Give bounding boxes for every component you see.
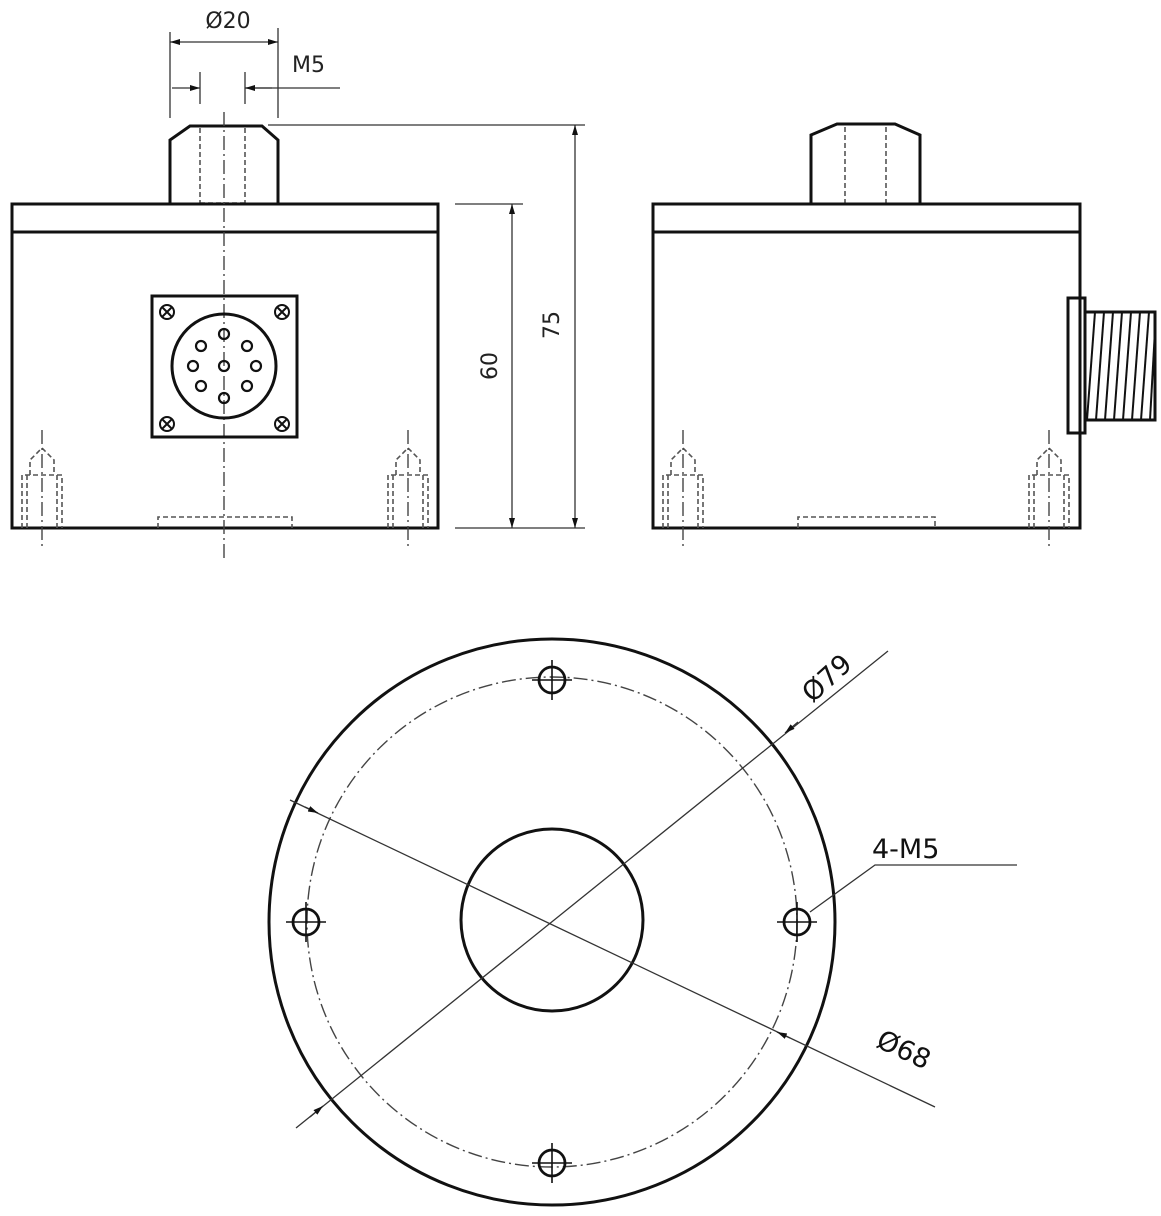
dim-arrow xyxy=(776,1031,791,1039)
screw-icons xyxy=(159,304,290,432)
crosshair-icon xyxy=(532,660,572,700)
dim-bolt-circle: Ø68 xyxy=(872,1024,936,1076)
mounting-hole-side-right xyxy=(1028,430,1070,550)
dim-boss-diameter: Ø20 xyxy=(205,9,250,34)
dim-arrow xyxy=(784,721,799,734)
dim-arrow xyxy=(304,806,319,814)
dim-line-bolt-circle xyxy=(289,799,936,1108)
pin-icon xyxy=(217,391,231,405)
mounting-hole-side-left xyxy=(662,430,704,550)
dim-line-outer-diameter xyxy=(295,650,889,1129)
connector-flange xyxy=(150,294,299,439)
bolt-holes xyxy=(286,660,817,1183)
dim-body-height: 60 xyxy=(478,352,503,380)
pin-icon xyxy=(217,359,231,373)
crosshair-icon xyxy=(286,902,326,942)
connector-face xyxy=(150,294,299,439)
thread-lines xyxy=(1086,311,1156,421)
leader-holes xyxy=(809,864,1017,913)
mounting-hole-right xyxy=(387,430,429,550)
cable-connector xyxy=(1066,296,1157,435)
pin-icon xyxy=(194,379,208,393)
sensor-body xyxy=(10,202,440,530)
connector-thread-body xyxy=(1083,310,1157,422)
pin-icon xyxy=(240,339,254,353)
sensor-body-side xyxy=(651,202,1082,530)
load-button-boss xyxy=(168,124,280,204)
screw-icon xyxy=(274,416,290,432)
dim-arrow xyxy=(309,1105,324,1118)
screw-icon xyxy=(159,304,175,320)
load-button-boss-side xyxy=(809,122,922,204)
center-bore xyxy=(459,827,645,1013)
pin-icon xyxy=(217,327,231,341)
crosshair-icon xyxy=(532,1143,572,1183)
pin-icon xyxy=(249,359,263,373)
crosshair-icon xyxy=(777,902,817,942)
pin-icon xyxy=(186,359,200,373)
screw-icon xyxy=(274,304,290,320)
connector-flange-side xyxy=(1066,296,1087,435)
dim-thread: M5 xyxy=(292,53,325,78)
outer-circle xyxy=(267,637,837,1207)
screw-icon xyxy=(159,416,175,432)
bottom-recess-side xyxy=(797,516,936,528)
dim-holes: 4-M5 xyxy=(872,834,939,865)
dim-total-height: 75 xyxy=(540,311,565,339)
bottom-view: Ø79 Ø68 4-M5 xyxy=(267,637,1017,1207)
front-view: Ø20 M5 60 75 xyxy=(10,9,585,562)
pin-icon xyxy=(240,379,254,393)
side-view xyxy=(651,122,1157,550)
bottom-recess xyxy=(157,516,293,528)
connector-socket xyxy=(170,312,278,420)
mounting-hole-left xyxy=(21,430,63,550)
connector-pins xyxy=(186,327,263,405)
pin-icon xyxy=(194,339,208,353)
